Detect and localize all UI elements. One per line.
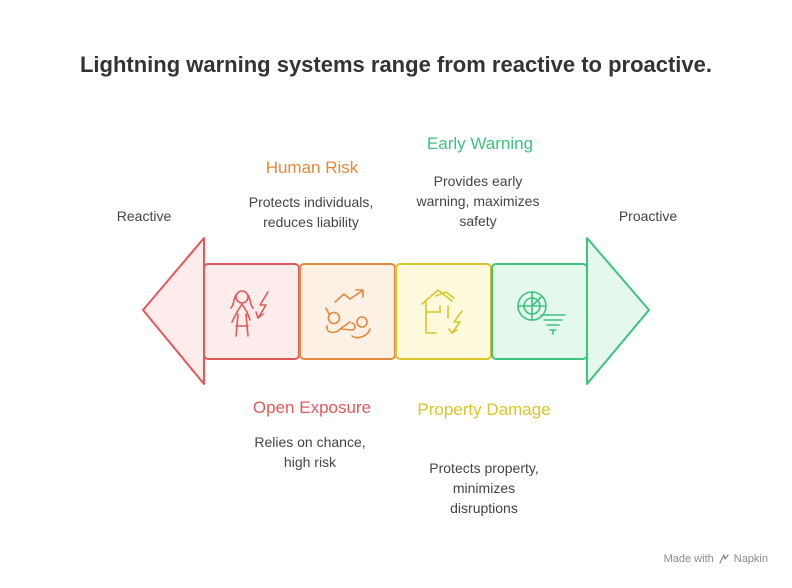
person-lightning-icon bbox=[230, 290, 269, 337]
made-with-label: Made with bbox=[663, 553, 714, 565]
property-damage-desc: Protects property, minimizes disruptions bbox=[384, 458, 584, 518]
open-exposure-desc-line: high risk bbox=[283, 454, 337, 470]
right-arrow-head bbox=[586, 237, 650, 385]
stage-box-property-damage bbox=[395, 263, 492, 360]
napkin-logo-icon bbox=[719, 554, 729, 564]
early-warning-title: Early Warning bbox=[426, 134, 534, 153]
house-lightning-icon bbox=[421, 289, 463, 334]
made-with-footer: Made with Napkin bbox=[664, 553, 768, 565]
open-exposure-desc: Relies on chance, high risk bbox=[210, 432, 410, 472]
property-damage-desc-line: minimizes bbox=[452, 480, 516, 496]
people-risk-icon bbox=[325, 289, 371, 339]
early-warning-desc: Provides early warning, maximizes safety bbox=[378, 171, 578, 231]
reactive-label: Reactive bbox=[116, 208, 172, 224]
early-warning-desc-line: Provides early bbox=[433, 173, 523, 189]
property-damage-title: Property Damage bbox=[417, 400, 551, 419]
open-exposure-desc-line: Relies on chance, bbox=[254, 434, 366, 450]
radar-tornado-icon bbox=[517, 291, 566, 335]
early-warning-desc-line: warning, maximizes bbox=[416, 193, 540, 209]
early-warning-desc-line: safety bbox=[459, 213, 497, 229]
property-damage-desc-line: disruptions bbox=[450, 500, 518, 516]
stage-box-open-exposure bbox=[203, 263, 300, 360]
human-risk-desc-line: reduces liability bbox=[263, 214, 359, 230]
human-risk-desc: Protects individuals, reduces liability bbox=[211, 192, 411, 232]
napkin-brand: Napkin bbox=[733, 553, 768, 565]
stage-box-human-risk bbox=[299, 263, 396, 360]
human-risk-desc-line: Protects individuals, bbox=[248, 194, 374, 210]
left-arrow-head bbox=[142, 237, 205, 385]
open-exposure-title: Open Exposure bbox=[252, 398, 372, 417]
stage-box-early-warning bbox=[491, 263, 588, 360]
human-risk-title: Human Risk bbox=[265, 158, 359, 177]
property-damage-desc-line: Protects property, bbox=[429, 460, 539, 476]
proactive-label: Proactive bbox=[618, 208, 678, 224]
page-title: Lightning warning systems range from rea… bbox=[79, 52, 713, 77]
